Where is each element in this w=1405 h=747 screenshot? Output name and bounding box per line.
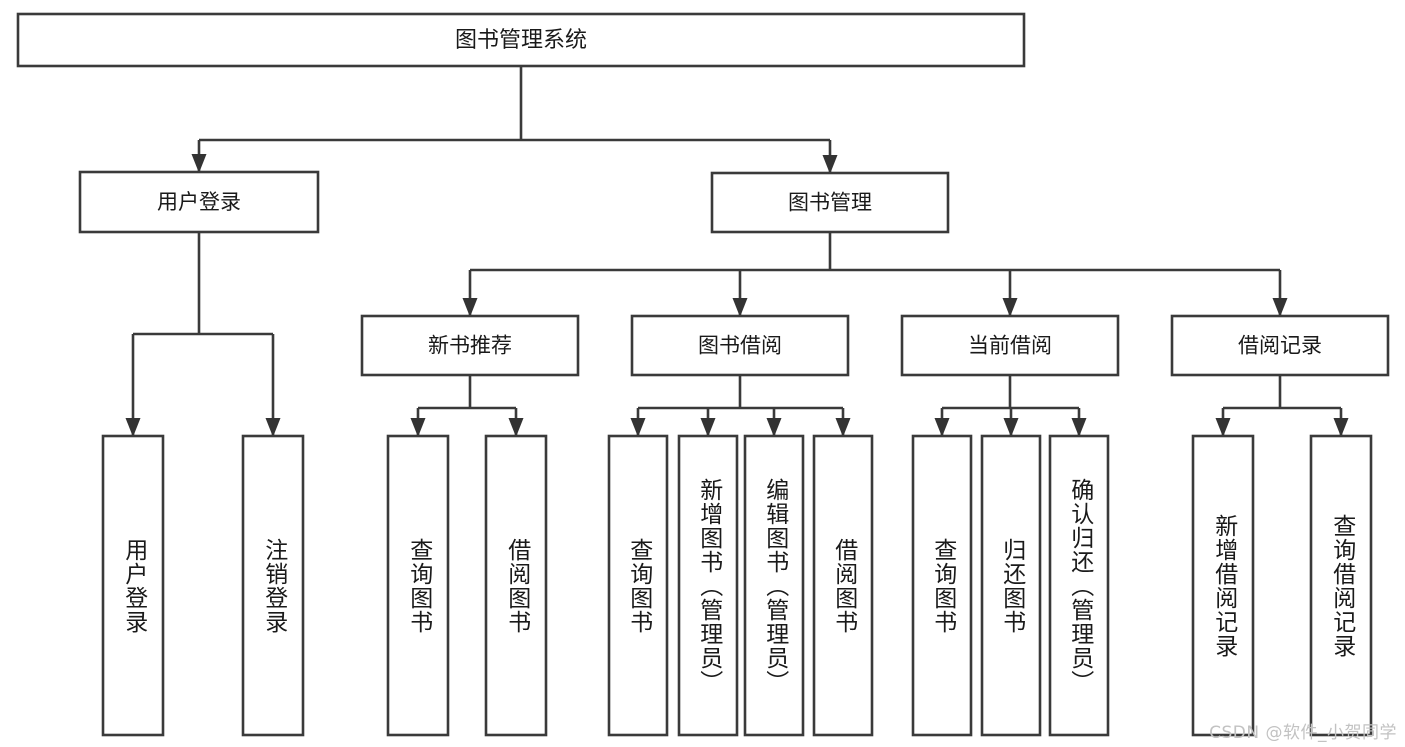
arrow-head-icon (835, 418, 851, 437)
arrow-head-icon (1071, 418, 1087, 437)
leaf-box-outline (1048, 434, 1110, 737)
arrow-head-icon (822, 155, 838, 174)
arrow-head-icon (125, 418, 141, 437)
level2-label: 用户登录 (157, 190, 241, 214)
leaf-box-outline (1309, 434, 1373, 737)
leaf-box-outline (911, 434, 973, 737)
leaf-box[interactable] (980, 434, 1042, 737)
leaf-box-outline (1191, 434, 1255, 737)
leaf-box-outline (607, 434, 669, 737)
leaf-box-outline (812, 434, 874, 737)
level3-label: 当前借阅 (968, 334, 1052, 358)
leaf-box-outline (980, 434, 1042, 737)
leaf-box[interactable] (911, 434, 973, 737)
arrow-head-icon (1002, 298, 1018, 317)
level3-box[interactable]: 图书借阅 (630, 314, 850, 377)
leaf-box[interactable] (1191, 434, 1255, 737)
arrow-head-icon (410, 418, 426, 437)
level2-box[interactable]: 用户登录 (78, 170, 320, 234)
level3-box[interactable]: 借阅记录 (1170, 314, 1390, 377)
leaf-box[interactable] (1309, 434, 1373, 737)
arrow-head-icon (700, 418, 716, 437)
leaf-box[interactable] (241, 434, 305, 737)
arrow-head-icon (1333, 418, 1349, 437)
arrow-head-icon (1272, 298, 1288, 317)
arrow-head-icon (191, 154, 207, 173)
root-box[interactable]: 图书管理系统 (16, 12, 1026, 68)
leaf-box-outline (386, 434, 450, 737)
leaf-box-outline (743, 434, 805, 737)
level3-box[interactable]: 当前借阅 (900, 314, 1120, 377)
arrow-head-icon (508, 418, 524, 437)
leaf-box[interactable] (386, 434, 450, 737)
level2-box[interactable]: 图书管理 (710, 171, 950, 234)
level3-box-outline (900, 314, 1120, 377)
level2-label: 图书管理 (788, 191, 872, 215)
arrow-head-icon (1003, 418, 1019, 437)
leaf-box[interactable] (812, 434, 874, 737)
leaf-box[interactable] (677, 434, 739, 737)
leaf-box[interactable] (484, 434, 548, 737)
arrow-head-icon (732, 298, 748, 317)
level3-box[interactable]: 新书推荐 (360, 314, 580, 377)
arrow-head-icon (766, 418, 782, 437)
level3-box-outline (1170, 314, 1390, 377)
arrow-head-icon (630, 418, 646, 437)
arrow-head-icon (934, 418, 950, 437)
level3-label: 借阅记录 (1238, 334, 1322, 358)
arrow-head-icon (1215, 418, 1231, 437)
level3-box-outline (630, 314, 850, 377)
level2-box-outline (78, 170, 320, 234)
leaf-box[interactable] (1048, 434, 1110, 737)
leaf-box-outline (484, 434, 548, 737)
level3-box-outline (360, 314, 580, 377)
leaf-box-outline (241, 434, 305, 737)
level2-box-outline (710, 171, 950, 234)
leaf-box[interactable] (101, 434, 165, 737)
leaf-box-outline (101, 434, 165, 737)
level3-label: 图书借阅 (698, 334, 782, 358)
leaf-box[interactable] (743, 434, 805, 737)
leaf-box-outline (677, 434, 739, 737)
arrow-head-icon (265, 418, 281, 437)
connector-layer (125, 66, 1349, 437)
level3-label: 新书推荐 (428, 334, 512, 358)
leaf-box[interactable] (607, 434, 669, 737)
arrow-head-icon (462, 298, 478, 317)
root-label: 图书管理系统 (455, 28, 587, 53)
root-box-outline (16, 12, 1026, 68)
watermark-text: CSDN @软件_小贺同学 (1209, 723, 1397, 743)
